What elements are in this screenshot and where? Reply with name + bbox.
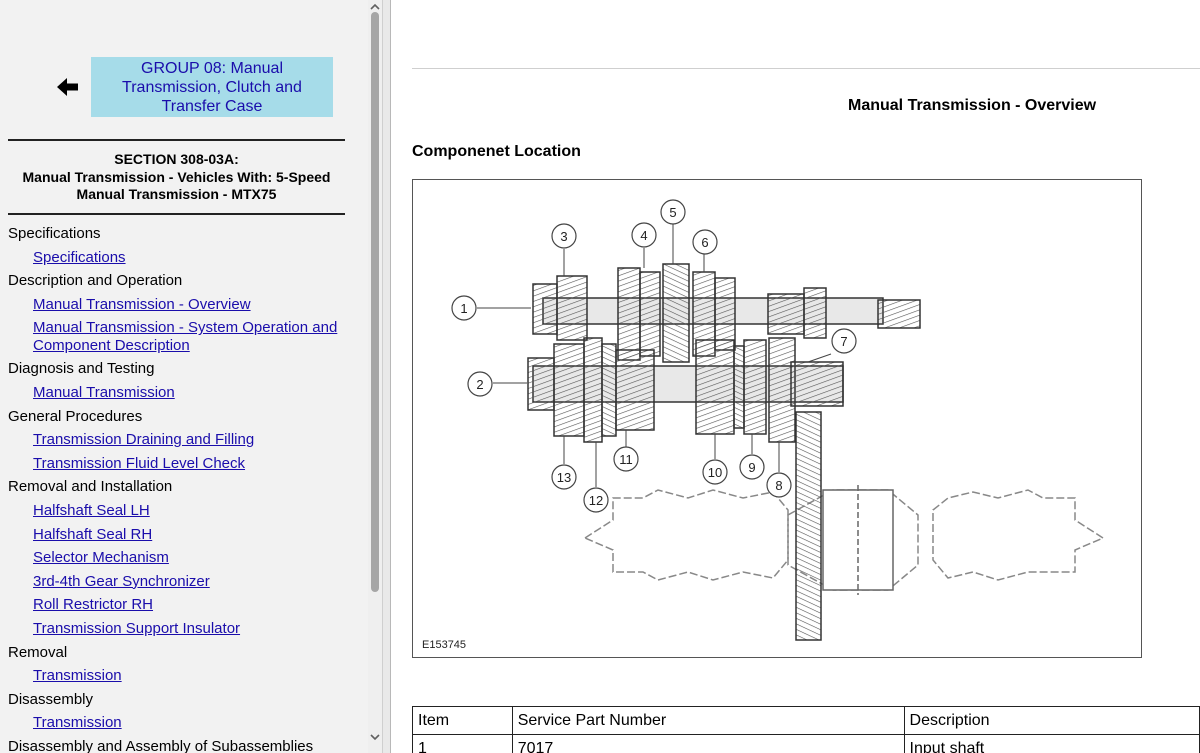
nav-link-transmission-support-insulator[interactable]: Transmission Support Insulator <box>33 619 241 637</box>
divider <box>8 139 345 141</box>
nav-category-specifications: Specifications <box>8 225 101 242</box>
nav-link-transmission-fluid-level-check[interactable]: Transmission Fluid Level Check <box>33 454 246 472</box>
nav-category-description-and-operation: Description and Operation <box>8 272 183 290</box>
nav-scrollbar[interactable] <box>368 0 382 753</box>
group-link-button[interactable]: GROUP 08: Manual Transmission, Clutch an… <box>91 57 333 117</box>
section-title: SECTION 308-03A: Manual Transmission - V… <box>8 151 345 204</box>
column-header-item: Item <box>412 706 513 735</box>
nav-category-disassembly-and-assembly-of-subassemblies: Disassembly and Assembly of Subassemblie… <box>8 737 314 753</box>
table-cell-item: 1 <box>412 734 513 753</box>
transmission-diagram: 1 2 3 4 5 6 7 8 9 10 11 12 13 <box>451 199 1105 641</box>
nav-link-transmission-draining-and-filling[interactable]: Transmission Draining and Filling <box>33 431 255 449</box>
callout-label: 1 <box>460 301 467 316</box>
nav-link-transmission[interactable]: Transmission <box>33 667 122 685</box>
nav-category-disassembly: Disassembly <box>8 690 94 708</box>
nav-link-roll-restrictor-rh[interactable]: Roll Restrictor RH <box>33 596 154 614</box>
callout-label: 11 <box>619 452 633 467</box>
figure-id: E153745 <box>422 639 467 651</box>
callout-label: 6 <box>701 235 708 250</box>
scroll-up-arrow-icon[interactable] <box>370 2 380 12</box>
callout-label: 3 <box>560 229 567 244</box>
nav-link-specifications[interactable]: Specifications <box>33 248 126 266</box>
component-location-figure: 1 2 3 4 5 6 7 8 9 10 11 12 13 E153745 <box>412 179 1142 658</box>
section-number: SECTION 308-03A: <box>114 151 239 167</box>
nav-category-removal-and-installation: Removal and Installation <box>8 478 173 496</box>
component-location-heading: Componenet Location <box>412 143 581 160</box>
nav-link-halfshaft-seal-rh[interactable]: Halfshaft Seal RH <box>33 525 153 543</box>
callout-label: 13 <box>557 470 571 485</box>
nav-link-manual-transmission-system-operation-and-component-description[interactable]: Manual Transmission - System Operation a… <box>33 319 338 354</box>
nav-category-general-procedures: General Procedures <box>8 407 143 425</box>
parts-table: Item Service Part Number Description 1 7… <box>412 706 1200 753</box>
back-arrow-icon[interactable] <box>56 76 80 98</box>
nav-link-manual-transmission[interactable]: Manual Transmission <box>33 383 175 401</box>
table-header-row: Item Service Part Number Description <box>412 706 1200 735</box>
content-divider <box>412 68 1200 69</box>
nav-category-diagnosis-and-testing: Diagnosis and Testing <box>8 360 155 378</box>
callout-label: 2 <box>476 377 483 392</box>
callout-label: 10 <box>708 465 722 480</box>
callout-label: 8 <box>775 478 782 493</box>
callout-label: 7 <box>840 334 847 349</box>
nav-category-removal: Removal <box>8 643 68 661</box>
table-row: 1 7017 Input shaft <box>412 734 1200 753</box>
column-header-description: Description <box>903 706 1200 735</box>
nav-link-selector-mechanism[interactable]: Selector Mechanism <box>33 549 169 567</box>
callout-circles <box>451 199 857 513</box>
nav-link-manual-transmission-overview[interactable]: Manual Transmission - Overview <box>33 295 251 313</box>
callout-label: 9 <box>748 460 755 475</box>
nav-link-transmission[interactable]: Transmission <box>33 714 122 732</box>
table-cell-description: Input shaft <box>903 734 1200 753</box>
page-title: Manual Transmission - Overview <box>848 97 1097 114</box>
section-name-line1: Manual Transmission - Vehicles With: 5-S… <box>22 168 331 185</box>
callout-label: 5 <box>669 205 676 220</box>
table-cell-part-number: 7017 <box>511 734 905 753</box>
section-name-line2: Manual Transmission - MTX75 <box>76 186 277 202</box>
column-header-part-number: Service Part Number <box>511 706 905 735</box>
scroll-thumb[interactable] <box>371 12 379 592</box>
navigation-pane: GROUP 08: Manual Transmission, Clutch an… <box>0 0 368 753</box>
scroll-down-arrow-icon[interactable] <box>370 732 380 742</box>
divider <box>8 213 345 215</box>
nav-link-halfshaft-seal-lh[interactable]: Halfshaft Seal LH <box>33 501 150 519</box>
callout-label: 4 <box>640 228 647 243</box>
callout-label: 12 <box>589 493 603 508</box>
final-drive-gear <box>795 411 822 641</box>
nav-link-3rd-4th-gear-synchronizer[interactable]: 3rd-4th Gear Synchronizer <box>33 572 210 590</box>
pane-splitter[interactable] <box>382 0 391 753</box>
